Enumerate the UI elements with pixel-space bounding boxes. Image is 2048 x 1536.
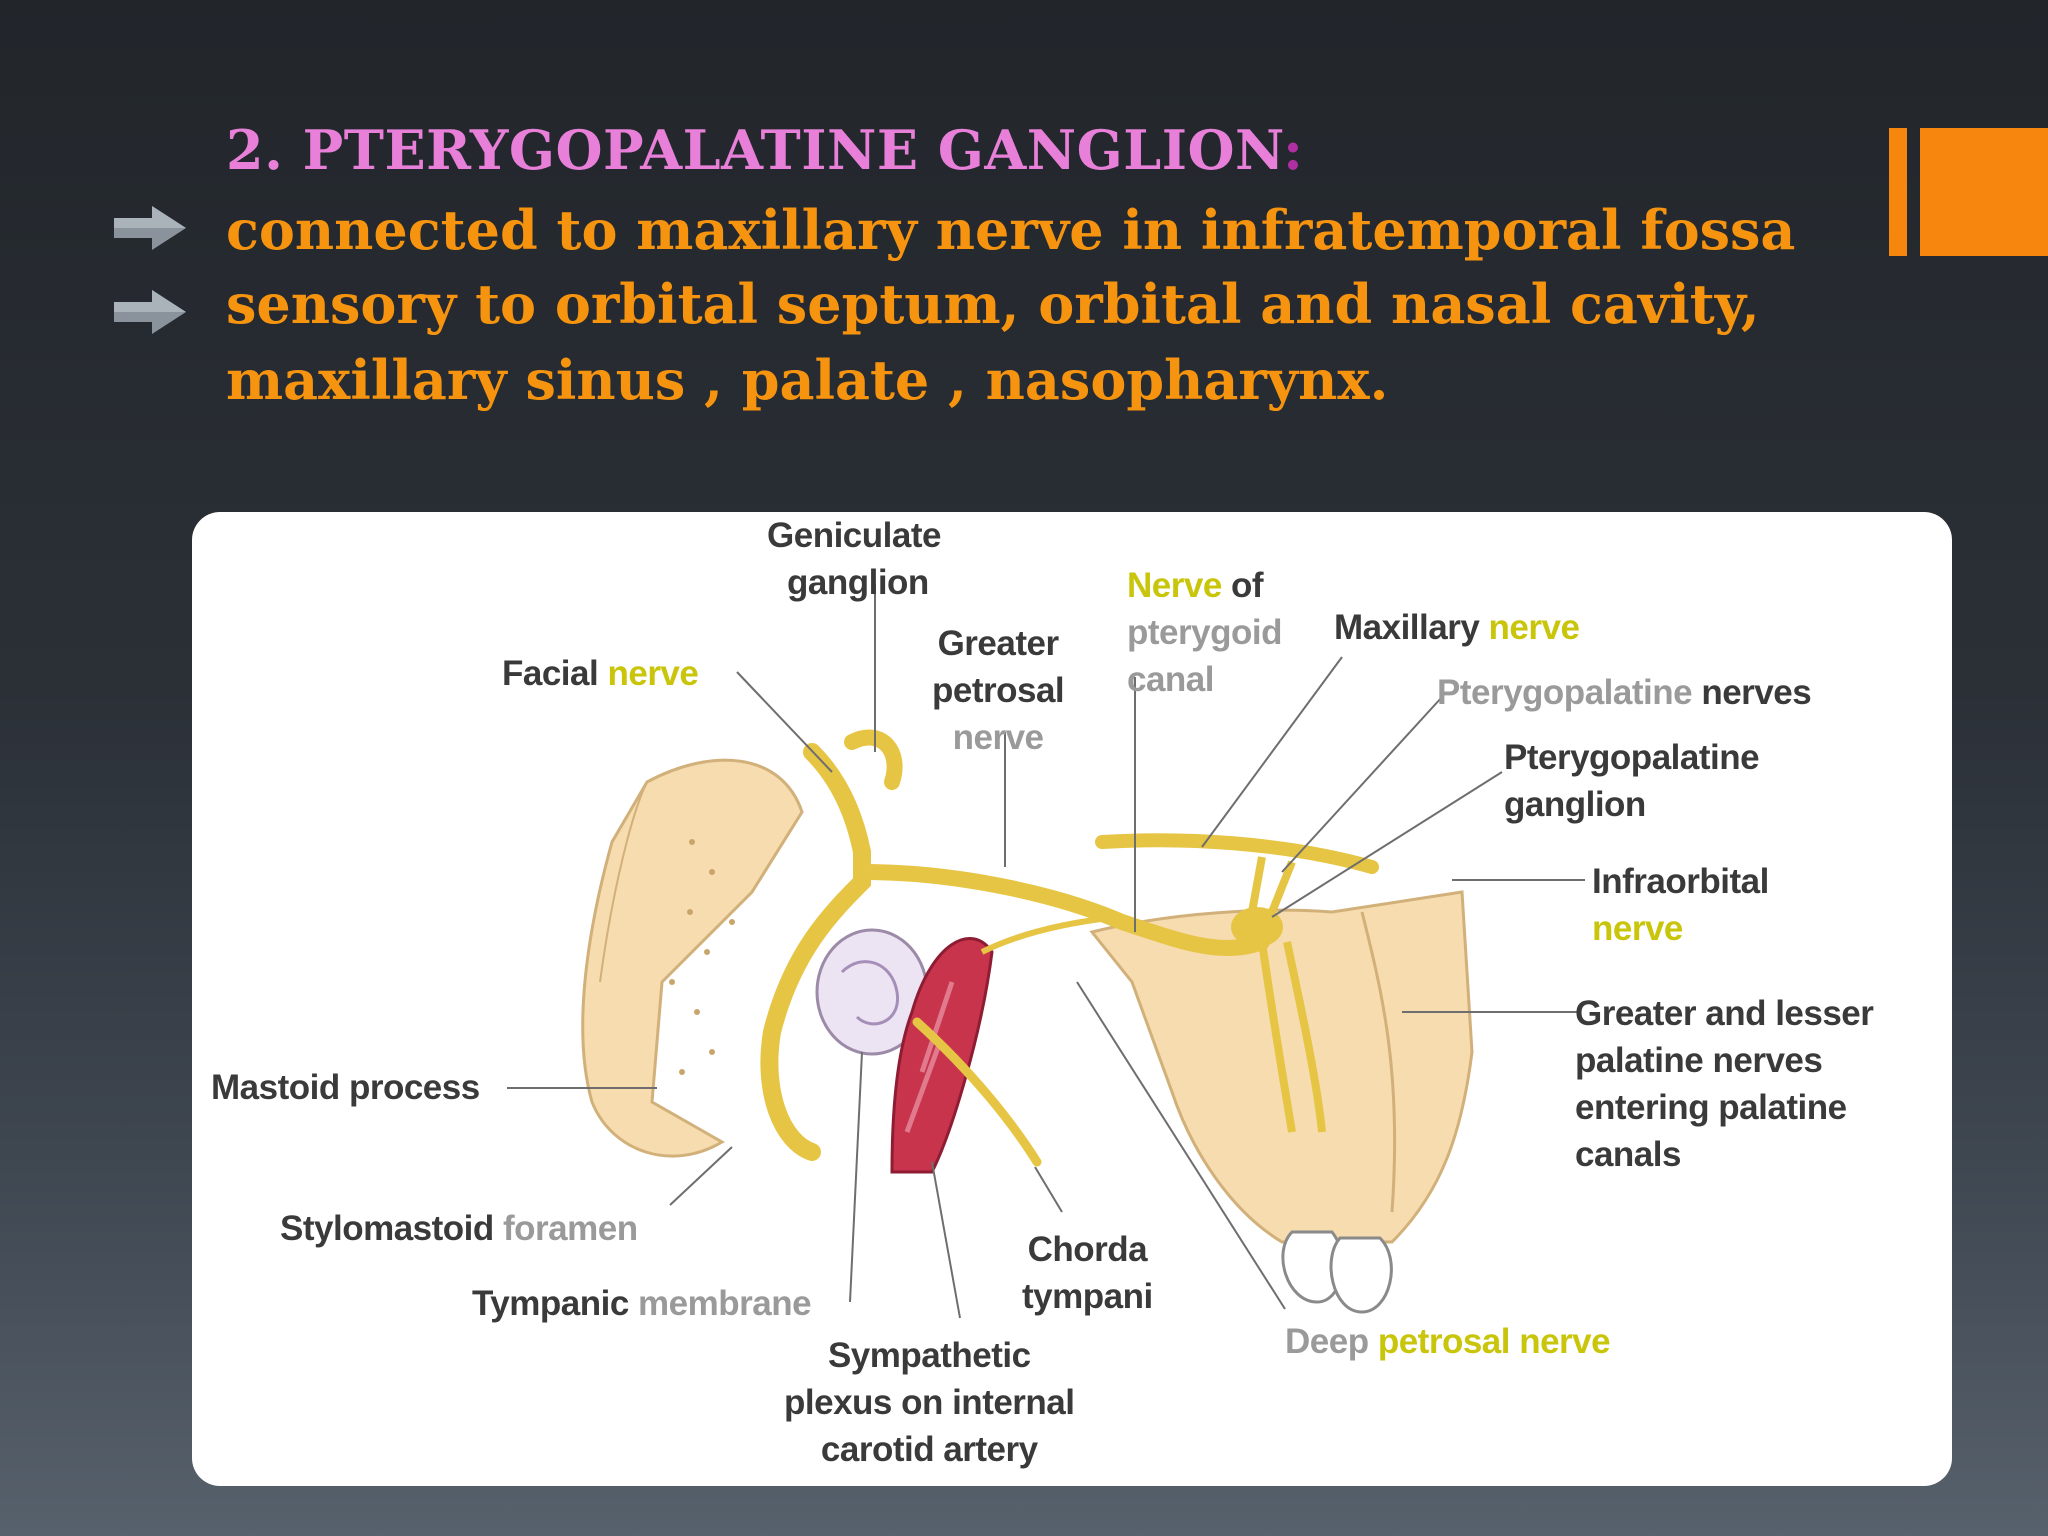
label-sympathetic-plexus: Sympathetic plexus on internal carotid a… <box>784 1336 1075 1469</box>
label-stylomastoid-foramen: Stylomastoid foramen <box>280 1209 638 1248</box>
anatomy-figure: Geniculate ganglion Facial nerve Greater… <box>192 512 1952 1486</box>
bullet-text: connected to maxillary nerve in infratem… <box>226 198 1796 262</box>
bullet-arrow-icon <box>114 206 186 250</box>
label-geniculate-ganglion: Geniculate ganglion <box>767 516 941 602</box>
label-tympanic-membrane: Tympanic membrane <box>472 1284 812 1323</box>
accent-bar-thin <box>1889 128 1907 256</box>
label-pterygopalatine-ganglion: Pterygopalatine ganglion <box>1504 738 1760 824</box>
label-deep-petrosal-nerve: Deep petrosal nerve <box>1285 1322 1611 1361</box>
label-infraorbital-nerve: Infraorbital nerve <box>1592 862 1769 948</box>
label-nerve-of-pterygoid-canal: Nerve of pterygoid canal <box>1127 566 1282 699</box>
label-chorda-tympani: Chorda tympani <box>1022 1230 1153 1316</box>
anatomy-illustration <box>507 584 1585 1319</box>
label-maxillary-nerve: Maxillary nerve <box>1334 608 1580 647</box>
label-facial-nerve: Facial nerve <box>502 654 699 693</box>
bullet-arrow-icon <box>114 290 186 334</box>
slide-title: 2. PTERYGOPALATINE GANGLION: <box>226 118 1304 182</box>
label-pterygopalatine-nerves: Pterygopalatine nerves <box>1437 673 1812 712</box>
label-greater-petrosal-nerve: Greater petrosal nerve <box>932 624 1065 757</box>
label-palatine-nerves: Greater and lesser palatine nerves enter… <box>1575 994 1874 1174</box>
bullet-text: sensory to orbital septum, orbital and n… <box>226 272 1760 412</box>
label-mastoid-process: Mastoid process <box>211 1068 480 1107</box>
accent-bar-wide <box>1920 128 2048 256</box>
